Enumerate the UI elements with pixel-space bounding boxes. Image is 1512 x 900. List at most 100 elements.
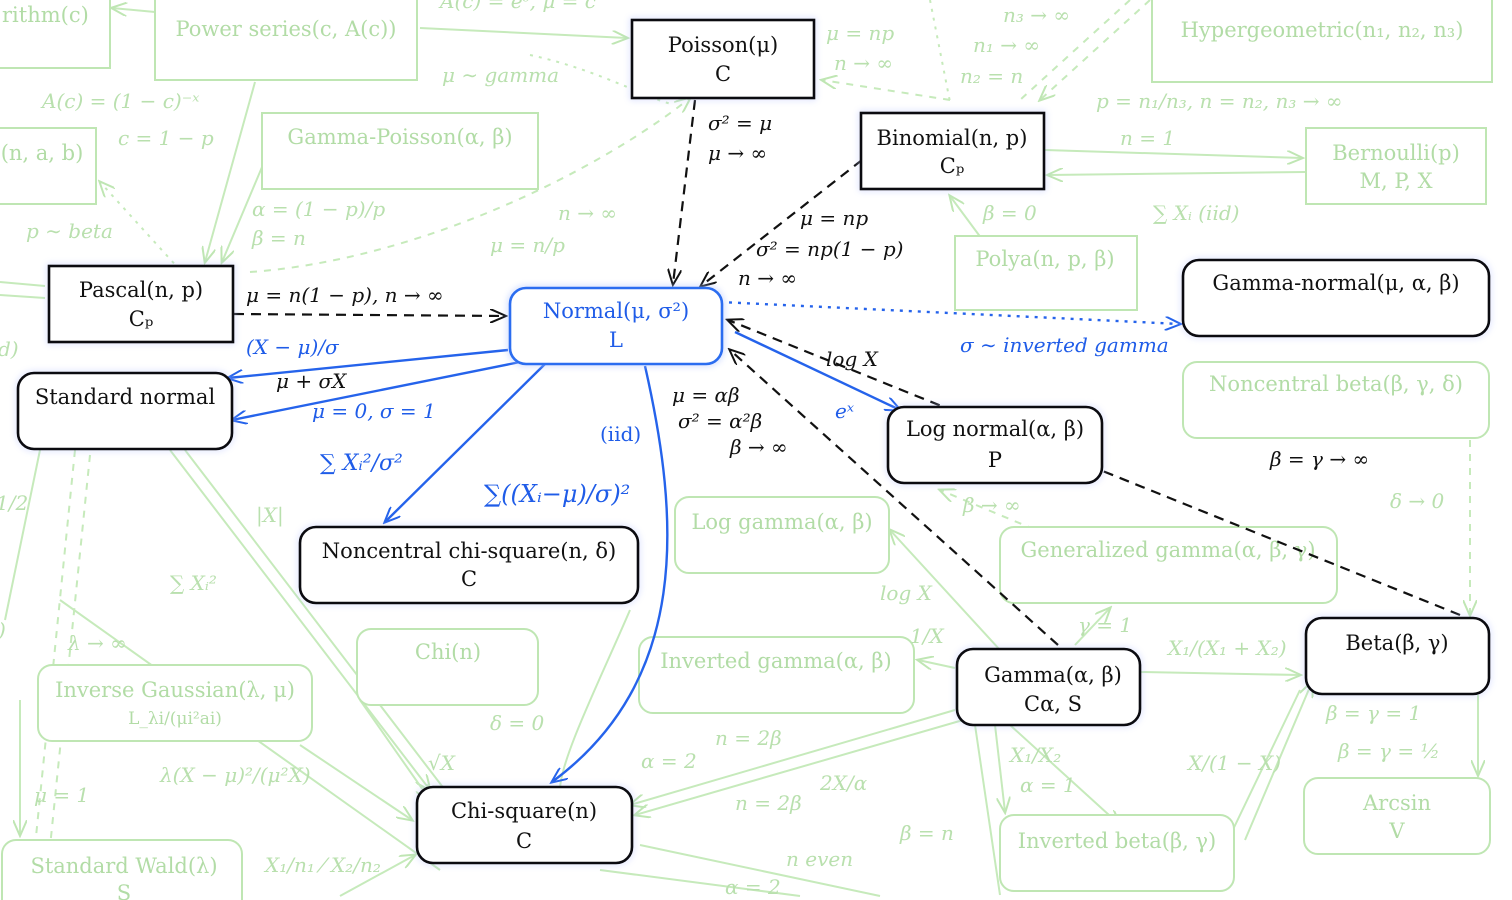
svg-text:C: C (715, 62, 731, 86)
svg-text:(iid): (iid) (600, 422, 641, 446)
svg-text:β → ∞: β → ∞ (962, 493, 1021, 517)
svg-text:μ = 1: μ = 1 (34, 783, 89, 807)
node-noncentral-chi-square[interactable]: Noncentral chi-square(n, δ) C (298, 525, 640, 605)
svg-text:β = n: β = n (251, 226, 306, 250)
svg-text:S: S (117, 881, 131, 900)
dark-edge-labels: σ² = μ μ → ∞ μ = np σ² = np(1 − p) n → ∞… (246, 111, 1369, 471)
svg-text:σ² = α²β: σ² = α²β (678, 409, 762, 433)
svg-text:): ) (0, 618, 6, 642)
node-gamma-normal[interactable]: Gamma-normal(μ, α, β) (1181, 258, 1491, 338)
node-bernoulli: Bernoulli(p) M, P, X (1305, 127, 1487, 205)
svg-text:(n, a, b): (n, a, b) (1, 141, 84, 165)
svg-text:Log normal(α, β): Log normal(α, β) (906, 417, 1084, 441)
blue-edges (228, 300, 1180, 782)
svg-text:A(c) = eᶜ, μ = c: A(c) = eᶜ, μ = c (438, 0, 596, 13)
svg-text:Inverse Gaussian(λ, μ): Inverse Gaussian(λ, μ) (55, 678, 295, 702)
node-poisson[interactable]: Poisson(μ) C (630, 18, 816, 100)
svg-text:P: P (988, 448, 1002, 472)
svg-text:Log gamma(α, β): Log gamma(α, β) (691, 510, 872, 534)
node-log-normal[interactable]: Log normal(α, β) P (886, 405, 1104, 485)
svg-text:Polya(n, p, β): Polya(n, p, β) (975, 247, 1114, 271)
svg-text:Noncentral beta(β, γ, δ): Noncentral beta(β, γ, δ) (1209, 372, 1463, 396)
svg-text:∑ Xᵢ (iid): ∑ Xᵢ (iid) (1153, 201, 1239, 225)
svg-text:p = n₁/n₃, n = n₂, n₃ → ∞: p = n₁/n₃, n = n₂, n₃ → ∞ (1096, 89, 1343, 113)
node-inverted-gamma: Inverted gamma(α, β) (638, 636, 915, 714)
svg-text:Inverted beta(β, γ): Inverted beta(β, γ) (1018, 829, 1216, 853)
svg-text:Beta(β, γ): Beta(β, γ) (1345, 631, 1448, 655)
svg-text:β = γ → ∞: β = γ → ∞ (1269, 447, 1369, 471)
svg-text:rithm(c): rithm(c) (2, 3, 89, 27)
svg-text:X₁/(X₁ + X₂): X₁/(X₁ + X₂) (1166, 636, 1287, 660)
svg-text:Binomial(n, p): Binomial(n, p) (877, 126, 1028, 150)
svg-text:(X − μ)/σ: (X − μ)/σ (246, 335, 340, 359)
svg-text:c = 1 − p: c = 1 − p (118, 126, 214, 150)
blue-edge-labels: (X − μ)/σ μ = 0, σ = 1 ∑ Xᵢ²/σ² (iid) ∑(… (246, 333, 1169, 508)
node-inverse-gaussian: Inverse Gaussian(λ, μ) L_λi/(μi²ai) (37, 664, 313, 742)
svg-text:n = 2β: n = 2β (715, 726, 782, 750)
svg-text:α = (1 − p)/p: α = (1 − p)/p (252, 197, 385, 221)
svg-text:∑((Xᵢ−μ)/σ)²: ∑((Xᵢ−μ)/σ)² (484, 480, 630, 508)
node-power-series: Power series(c, A(c)) (154, 0, 418, 81)
svg-text:Standard Wald(λ): Standard Wald(λ) (30, 854, 217, 878)
node-standard-normal[interactable]: Standard normal (16, 371, 234, 451)
svg-text:λ(X − μ)²/(μ²X): λ(X − μ)²/(μ²X) (159, 763, 311, 787)
svg-text:Gamma(α, β): Gamma(α, β) (984, 663, 1122, 687)
svg-text:μ = np: μ = np (800, 206, 868, 230)
svg-text:X/(1 − X): X/(1 − X) (1186, 751, 1281, 775)
svg-text:β = γ = 1: β = γ = 1 (1325, 701, 1421, 725)
svg-text:Bernoulli(p): Bernoulli(p) (1332, 141, 1460, 165)
node-polya: Polya(n, p, β) (954, 235, 1138, 311)
svg-text:μ = αβ: μ = αβ (672, 383, 740, 407)
svg-text:n₂ = n: n₂ = n (960, 64, 1023, 88)
svg-text:β = 0: β = 0 (982, 201, 1037, 225)
node-standard-wald: Standard Wald(λ) S (1, 839, 243, 900)
node-log-gamma: Log gamma(α, β) (674, 496, 890, 574)
node-pascal[interactable]: Pascal(n, p) Cₚ (47, 264, 235, 344)
svg-text:μ = 0, σ = 1: μ = 0, σ = 1 (312, 399, 436, 423)
svg-text:μ ∼ gamma: μ ∼ gamma (442, 63, 559, 87)
svg-text:σ² = np(1 − p): σ² = np(1 − p) (756, 237, 903, 261)
svg-text:∑ Xᵢ²: ∑ Xᵢ² (170, 571, 217, 595)
svg-text:γ = 1: γ = 1 (1078, 613, 1132, 637)
node-generalized-gamma: Generalized gamma(α, β, γ) (999, 526, 1338, 604)
node-binomial[interactable]: Binomial(n, p) Cₚ (859, 111, 1046, 191)
node-normal[interactable]: Normal(μ, σ²) L (508, 286, 724, 366)
svg-text:δ → 0: δ → 0 (1390, 489, 1445, 513)
node-gamma[interactable]: Gamma(α, β) Cα, S (955, 647, 1142, 727)
svg-text:|X|: |X| (256, 503, 284, 528)
svg-text:α = 2: α = 2 (641, 749, 697, 773)
node-chi-square[interactable]: Chi-square(n) C (415, 785, 634, 865)
svg-text:L_λi/(μi²ai): L_λi/(μi²ai) (128, 709, 222, 729)
node-noncentral-beta: Noncentral beta(β, γ, δ) (1182, 361, 1490, 439)
svg-text:Power series(c, A(c)): Power series(c, A(c)) (175, 17, 396, 41)
svg-text:Gamma-normal(μ, α, β): Gamma-normal(μ, α, β) (1212, 271, 1459, 295)
svg-text:μ + σX: μ + σX (276, 369, 347, 393)
svg-text:X₁/n₁ ⁄ X₂/n₂: X₁/n₁ ⁄ X₂/n₂ (263, 853, 381, 877)
svg-text:α = 2: α = 2 (725, 875, 781, 899)
svg-text:∑ Xᵢ²/σ²: ∑ Xᵢ²/σ² (320, 451, 403, 476)
svg-text:n → ∞: n → ∞ (738, 266, 797, 290)
svg-text:n → ∞: n → ∞ (558, 201, 617, 225)
svg-text:δ = 0: δ = 0 (490, 711, 545, 735)
svg-text:α = 1: α = 1 (1020, 773, 1076, 797)
svg-text:C: C (516, 829, 532, 853)
svg-text:β → ∞: β → ∞ (729, 435, 788, 459)
svg-text:Cₚ: Cₚ (940, 154, 964, 178)
svg-text:d): d) (0, 337, 19, 361)
svg-text:Hypergeometric(n₁, n₂, n₃): Hypergeometric(n₁, n₂, n₃) (1181, 18, 1464, 42)
svg-text:1/2: 1/2 (0, 491, 28, 515)
svg-text:Chi-square(n): Chi-square(n) (451, 799, 597, 823)
svg-text:A(c) = (1 − c)⁻ˣ: A(c) = (1 − c)⁻ˣ (40, 89, 199, 113)
svg-text:L: L (609, 328, 623, 352)
node-gamma-poisson: Gamma-Poisson(α, β) (261, 112, 539, 190)
node-beta[interactable]: Beta(β, γ) (1304, 616, 1491, 696)
svg-text:n → ∞: n → ∞ (834, 51, 893, 75)
svg-text:μ = n(1 − p), n → ∞: μ = n(1 − p), n → ∞ (246, 283, 444, 307)
svg-text:p ∼ beta: p ∼ beta (26, 219, 113, 243)
svg-text:σ ∼ inverted gamma: σ ∼ inverted gamma (960, 333, 1169, 357)
svg-text:1/X: 1/X (910, 624, 944, 648)
svg-text:√X: √X (428, 751, 456, 775)
svg-text:Noncentral chi-square(n, δ): Noncentral chi-square(n, δ) (322, 539, 616, 563)
